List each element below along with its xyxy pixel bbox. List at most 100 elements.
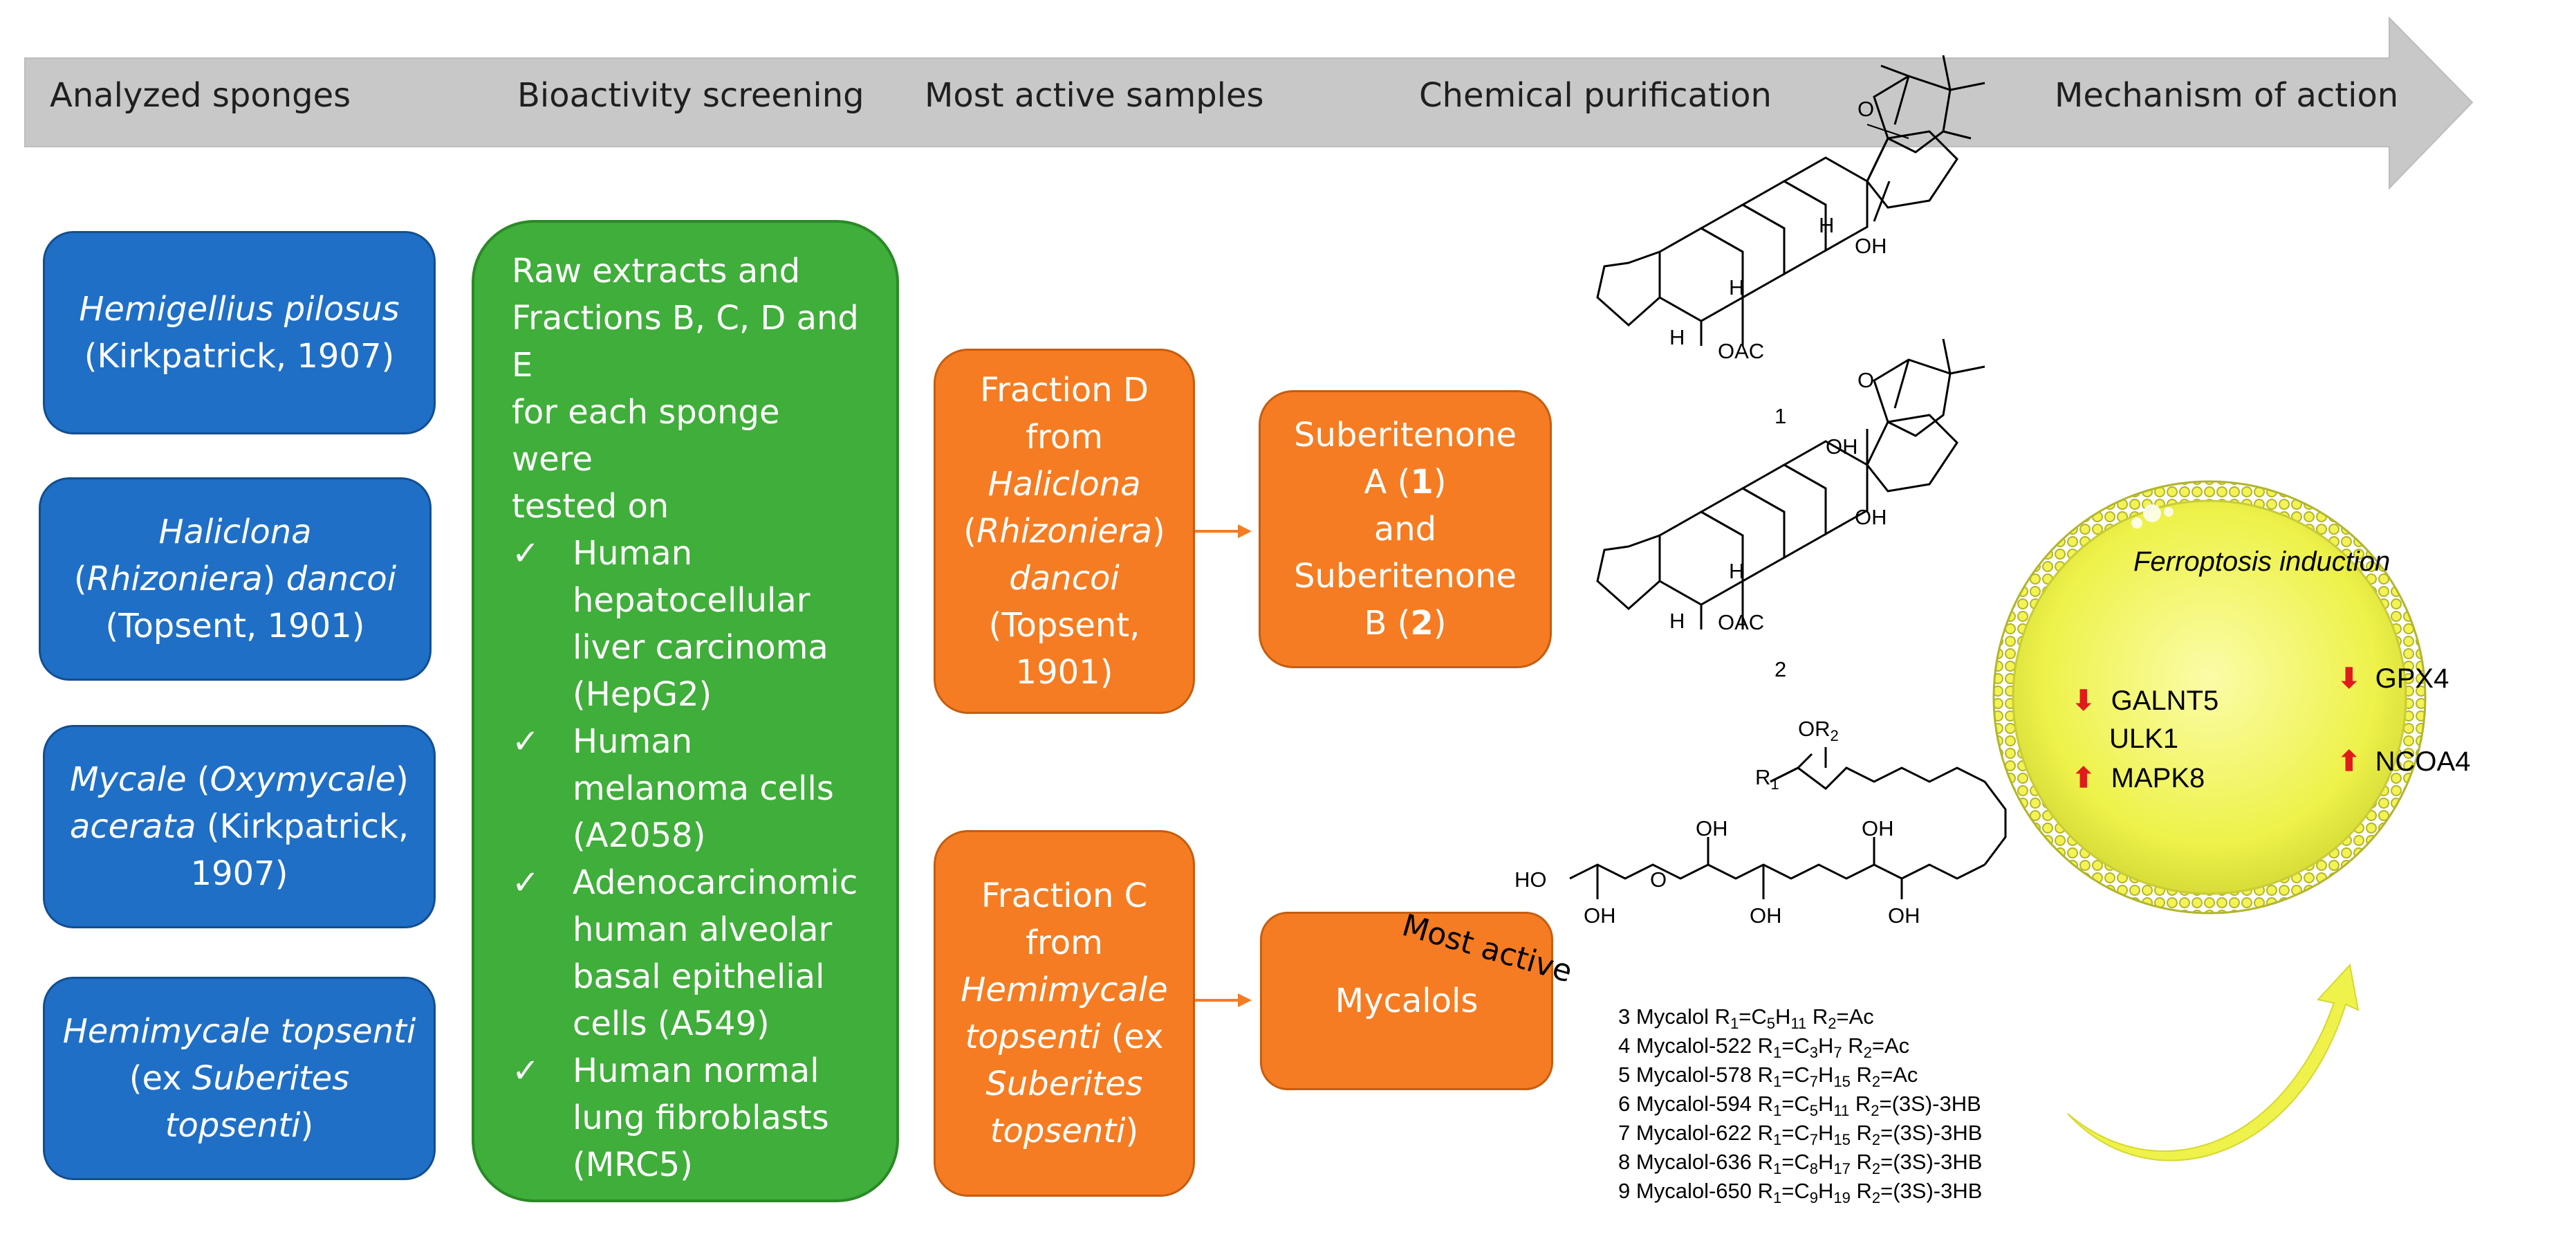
atom-or2: OR2 — [1798, 717, 1839, 745]
ferroptosis-title: Ferroptosis induction — [2133, 546, 2391, 577]
atom-oac: OAC — [1718, 339, 1765, 363]
sponge-species: acerata — [69, 807, 196, 846]
gene-row-ncoa4: ⬆ NCOA4 — [2337, 746, 2470, 778]
cell-line-text: Adenocarcinomic — [573, 863, 858, 902]
cell-line-text: (HepG2) — [573, 675, 712, 714]
mycalol-list-item: 9 Mycalol-650 R1=C9H19 R2=(3S)-3HB — [1618, 1179, 1983, 1207]
r2-value: (3S)-3HB — [1893, 1150, 1983, 1174]
sponge-name: Mycale — [70, 760, 187, 799]
cell-line-item-hepg2: ✓ Human hepatocellular liver carcinoma (… — [512, 530, 828, 718]
arrow-up-icon: ⬆ — [2337, 746, 2361, 777]
mycalol-list-item: 4 Mycalol-522 R1=C3H7 R2=Ac — [1618, 1033, 1910, 1062]
r-text: R — [1755, 765, 1771, 789]
mycalols-box: Mycalols — [1260, 912, 1553, 1090]
cell-line-text: basal epithelial — [573, 957, 825, 996]
sponge-box-hemigellius: Hemigellius pilosus (Kirkpatrick, 1907) — [43, 231, 436, 434]
sponge-name: Hemigellius pilosus — [79, 290, 400, 329]
synonym-genus: Suberites — [985, 1065, 1143, 1103]
gene-name: MAPK8 — [2111, 763, 2205, 793]
mycalol-list-item: 5 Mycalol-578 R1=C7H15 R2=Ac — [1618, 1063, 1918, 1091]
sponge-name: Hemimycale topsenti — [62, 1012, 416, 1051]
r1-c-count: 7 — [1809, 1131, 1818, 1149]
step-label-bioactivity-screening: Bioactivity screening — [517, 76, 864, 115]
gene-name: NCOA4 — [2375, 746, 2471, 777]
cell-line-text: (A2058) — [573, 816, 706, 855]
r1-h-count: 15 — [1833, 1073, 1851, 1091]
r1-h-count: 11 — [1790, 1015, 1807, 1033]
compound-name: Mycalol-594 — [1636, 1092, 1752, 1116]
arrow-fraction-d-to-suberitenone — [1195, 524, 1252, 538]
r1-formula-h: H — [1818, 1150, 1834, 1174]
arrow-fraction-c-to-mycalols — [1195, 993, 1252, 1007]
compound-name: Mycalol-522 — [1636, 1033, 1752, 1058]
genus-label: Haliclona — [988, 465, 1141, 504]
atom-oh: OH — [1888, 903, 1920, 928]
compound-name: Mycalol-636 — [1636, 1150, 1752, 1174]
compound-index: 4 — [1618, 1033, 1631, 1058]
cell-line-item-a2058: ✓ Human melanoma cells (A2058) — [512, 718, 834, 859]
step-label-chemical-purification: Chemical purification — [1419, 76, 1772, 115]
vesicle — [2164, 507, 2174, 517]
r1-formula-c: C — [1751, 1004, 1767, 1029]
screening-box: Raw extracts and Fractions B, C, D and E… — [472, 220, 899, 1202]
r1-formula-h: H — [1775, 1004, 1791, 1029]
atom-oh: OH — [1696, 816, 1728, 840]
check-icon: ✓ — [512, 722, 540, 761]
cell-line-text: cells (A549) — [573, 1004, 770, 1043]
atom-o: O — [1857, 368, 1875, 392]
mycalols-label: Mycalols — [1335, 982, 1479, 1020]
fraction-c-box: Fraction C from Hemimycale topsenti (ex … — [934, 830, 1195, 1197]
mycalol-list-item: 3 Mycalol R1=C5H11 R2=Ac — [1618, 1004, 1874, 1033]
r2-value: (3S)-3HB — [1893, 1179, 1983, 1203]
compound-letter: B ( — [1364, 604, 1411, 643]
r1-h-count: 7 — [1833, 1044, 1842, 1062]
paren: ) — [1433, 604, 1447, 643]
arrow-down-icon: ⬇ — [2337, 663, 2361, 694]
curved-arrow-to-cell — [2067, 963, 2360, 1161]
atom-r1: R1 — [1755, 765, 1779, 793]
synonym-prefix: (ex — [1100, 1018, 1164, 1056]
gene-row-gpx4: ⬇ GPX4 — [2337, 663, 2449, 695]
r1-h-count: 19 — [1833, 1189, 1851, 1207]
paren: ) — [262, 560, 286, 598]
atom-oh: OH — [1584, 903, 1616, 928]
atom-oh: OH — [1855, 234, 1887, 258]
paren: ) — [1125, 1112, 1139, 1150]
r1-h-count: 11 — [1833, 1102, 1850, 1120]
compound-number-2: 2 — [1775, 657, 1787, 681]
paren: ) — [1152, 512, 1165, 551]
step-label-most-active-samples: Most active samples — [925, 76, 1264, 115]
suberitenone-box: Suberitenone A (1) and Suberitenone B (2… — [1259, 390, 1552, 668]
atom-h: H — [1729, 559, 1745, 583]
paren: ) — [396, 760, 409, 799]
screening-intro-line: Fractions B, C, D and E — [512, 299, 859, 385]
species-label: topsenti — [965, 1018, 1101, 1056]
gene-row-ulk1: ULK1 — [2109, 724, 2178, 755]
r1-formula-c: C — [1794, 1121, 1810, 1145]
r2-value: (3S)-3HB — [1893, 1121, 1983, 1145]
sponge-synonym-genus: Suberites — [192, 1059, 350, 1098]
r1-formula-c: C — [1794, 1179, 1810, 1203]
r1-formula-h: H — [1818, 1092, 1834, 1116]
r1-formula-c: C — [1794, 1092, 1810, 1116]
cell-line-text: human alveolar — [573, 910, 833, 949]
synonym-species: topsenti — [990, 1112, 1126, 1150]
paren: ( — [186, 760, 210, 799]
atom-oh: OH — [1855, 505, 1887, 529]
step-label-analyzed-sponges: Analyzed sponges — [50, 76, 351, 115]
compound-index: 5 — [1618, 1063, 1631, 1087]
compound-number: 2 — [1410, 604, 1434, 643]
atom-o: O — [1650, 867, 1667, 892]
and-label: and — [1373, 510, 1437, 549]
r1-c-count: 7 — [1809, 1073, 1818, 1091]
mycalol-list-item: 6 Mycalol-594 R1=C5H11 R2=(3S)-3HB — [1618, 1092, 1981, 1120]
sponge-box-hemimycale: Hemimycale topsenti (ex Suberites topsen… — [43, 977, 436, 1180]
fraction-d-box: Fraction D from Haliclona (Rhizoniera) d… — [934, 349, 1195, 714]
r1-c-count: 3 — [1809, 1044, 1818, 1062]
compound-number: 1 — [1410, 463, 1434, 502]
sponge-authority: (Kirkpatrick, 1907) — [84, 337, 395, 376]
r1-h-count: 17 — [1833, 1160, 1851, 1178]
r1-formula-h: H — [1818, 1121, 1834, 1145]
cell-line-text: liver carcinoma — [573, 628, 828, 667]
